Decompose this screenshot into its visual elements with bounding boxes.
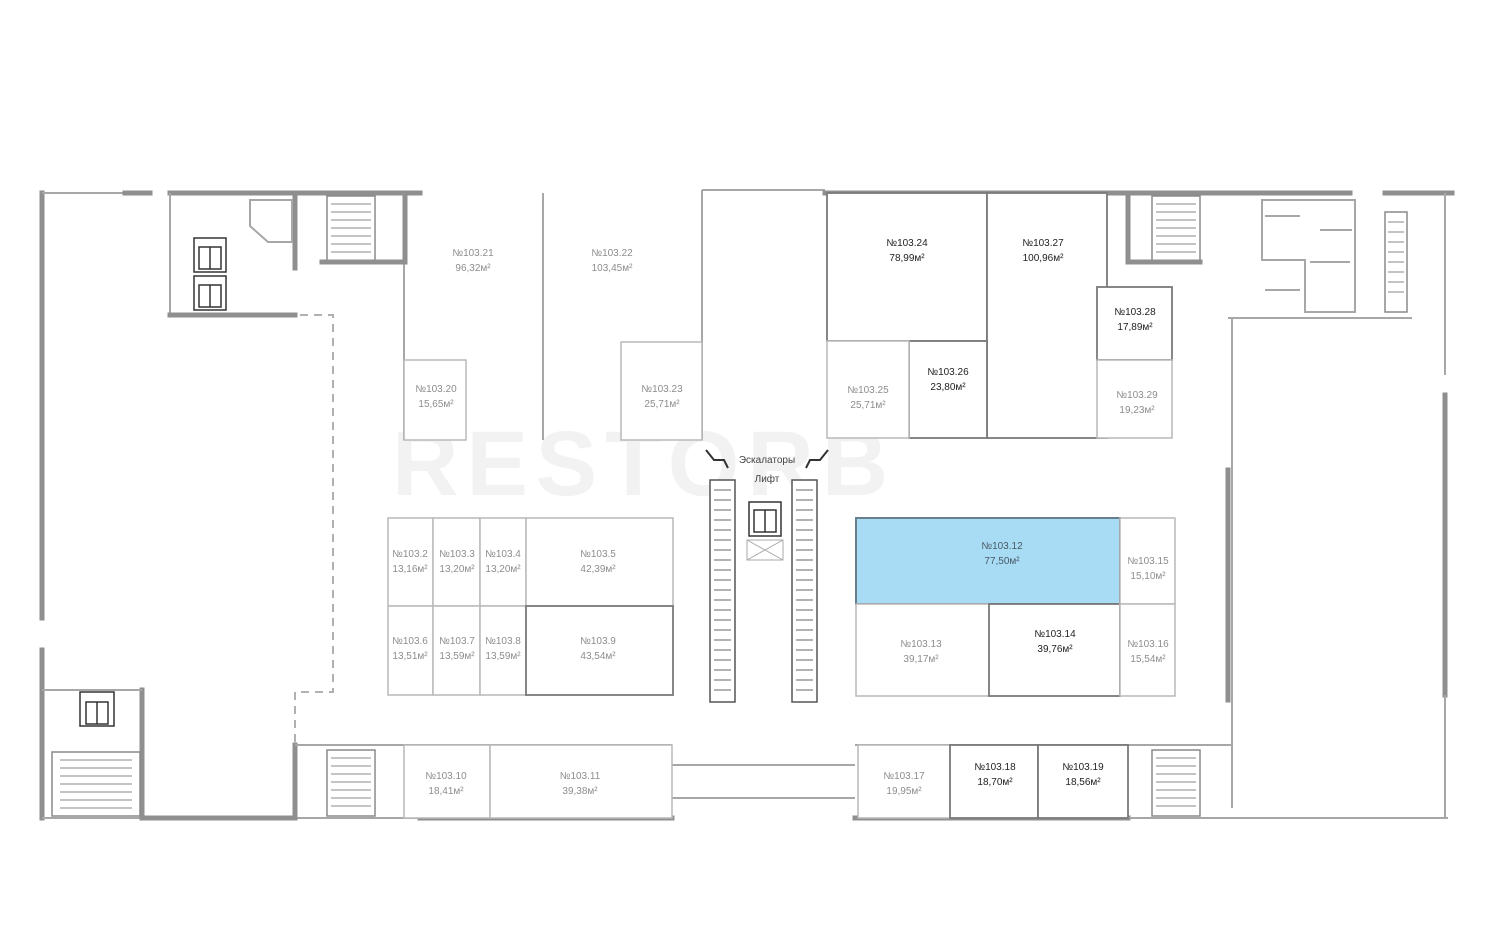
unit-label[interactable]: №103.7 13,59м² [439,634,475,664]
unit-label[interactable]: №103.28 17,89м² [1114,305,1155,335]
unit-area: 18,56м² [1065,777,1101,788]
unit-area: 23,80м² [930,382,966,393]
unit-number: №103.7 [439,636,475,647]
unit-label[interactable]: №103.27 100,96м² [1022,236,1063,266]
unit-area: 77,50м² [984,556,1020,567]
unit-label[interactable]: №103.6 13,51м² [392,634,428,664]
unit-number: №103.27 [1022,238,1064,249]
unit-label[interactable]: №103.2 13,16м² [392,547,428,577]
unit-area: 15,10м² [1130,571,1166,582]
unit-label[interactable]: №103.24 78,99м² [886,236,927,266]
unit-area: 13,20м² [439,564,475,575]
escalators-label: Эскалаторы [738,455,796,466]
unit-number: №103.28 [1114,307,1156,318]
unit-number: №103.13 [900,639,942,650]
unit-number: №103.8 [485,636,521,647]
unit-area: 13,20м² [485,564,521,575]
unit-label[interactable]: №103.13 39,17м² [900,637,941,667]
unit-area: 13,51м² [392,651,428,662]
elevator-cabins [79,237,784,727]
unit-area: 78,99м² [889,253,925,264]
unit-label[interactable]: №103.20 15,65м² [415,382,456,412]
unit-area: 19,95м² [886,786,922,797]
unit-number: №103.20 [415,384,457,395]
unit-number: №103.6 [392,636,428,647]
unit-number: №103.11 [559,771,601,782]
unit-area: 19,23м² [1119,405,1155,416]
unit-area: 39,38м² [562,786,598,797]
unit-number: №103.12 [981,541,1023,552]
unit-number: №103.29 [1116,390,1158,401]
unit-area: 43,54м² [580,651,616,662]
unit-number: №103.16 [1127,639,1169,650]
unit-area: 15,65м² [418,399,454,410]
unit-number: №103.9 [580,636,616,647]
unit-label[interactable]: №103.25 25,71м² [847,383,888,413]
unit-label[interactable]: №103.14 39,76м² [1034,627,1075,657]
unit-label[interactable]: №103.11 39,38м² [560,769,601,799]
unit-label[interactable]: №103.3 13,20м² [439,547,475,577]
unit-label[interactable]: №103.22 103,45м² [591,246,632,276]
unit-area: 18,41м² [428,786,464,797]
unit-label[interactable]: №103.18 18,70м² [974,760,1015,790]
unit-label[interactable]: №103.23 25,71м² [641,382,682,412]
unit-label[interactable]: №103.5 42,39м² [580,547,616,577]
unit-number: №103.22 [591,248,633,259]
unit-area: 17,89м² [1117,322,1153,333]
unit-number: №103.17 [883,771,925,782]
unit-number: №103.15 [1127,556,1169,567]
unit-area: 13,59м² [485,651,521,662]
unit-label[interactable]: №103.10 18,41м² [425,769,466,799]
service-rooms [249,199,1356,313]
unit-area: 13,59м² [439,651,475,662]
unit-label[interactable]: №103.15 15,10м² [1127,554,1168,584]
unit-area: 39,76м² [1037,644,1073,655]
unit-number: №103.24 [886,238,928,249]
unit-area: 103,45м² [591,263,633,274]
unit-area: 42,39м² [580,564,616,575]
unit-number: №103.10 [425,771,467,782]
unit-number: №103.4 [485,549,521,560]
unit-area: 96,32м² [455,263,491,274]
unit-area: 25,71м² [850,400,886,411]
unit-number: №103.18 [974,762,1016,773]
unit-area: 100,96м² [1022,253,1064,264]
unit-number: №103.3 [439,549,475,560]
unit-label[interactable]: №103.19 18,56м² [1062,760,1103,790]
unit-label[interactable]: №103.29 19,23м² [1116,388,1157,418]
unit-label[interactable]: №103.16 15,54м² [1127,637,1168,667]
unit-number: №103.5 [580,549,616,560]
unit-number: №103.14 [1034,629,1076,640]
unit-label[interactable]: №103.8 13,59м² [485,634,521,664]
unit-number: №103.2 [392,549,428,560]
unit-area: 13,16м² [392,564,428,575]
unit-number: №103.21 [452,248,494,259]
unit-number: №103.23 [641,384,683,395]
unit-number: №103.25 [847,385,889,396]
unit-area: 18,70м² [977,777,1013,788]
unit-label[interactable]: №103.26 23,80м² [927,365,968,395]
unit-label[interactable]: №103.21 96,32м² [452,246,493,276]
building-outline [39,189,1455,821]
escalators [705,449,829,703]
unit-area: 39,17м² [903,654,939,665]
staircases [51,193,1408,817]
unit-label[interactable]: №103.17 19,95м² [883,769,924,799]
selected-unit-highlight[interactable] [855,517,1121,605]
unit-shapes [387,192,1176,819]
unit-number: №103.26 [927,367,969,378]
unit-label[interactable]: №103.4 13,20м² [485,547,521,577]
unit-label[interactable]: №103.12 77,50м² [981,539,1022,569]
unit-number: №103.19 [1062,762,1104,773]
elevator-label: Лифт [754,474,780,485]
unit-area: 15,54м² [1130,654,1166,665]
unit-area: 25,71м² [644,399,680,410]
unit-label[interactable]: №103.9 43,54м² [580,634,616,664]
